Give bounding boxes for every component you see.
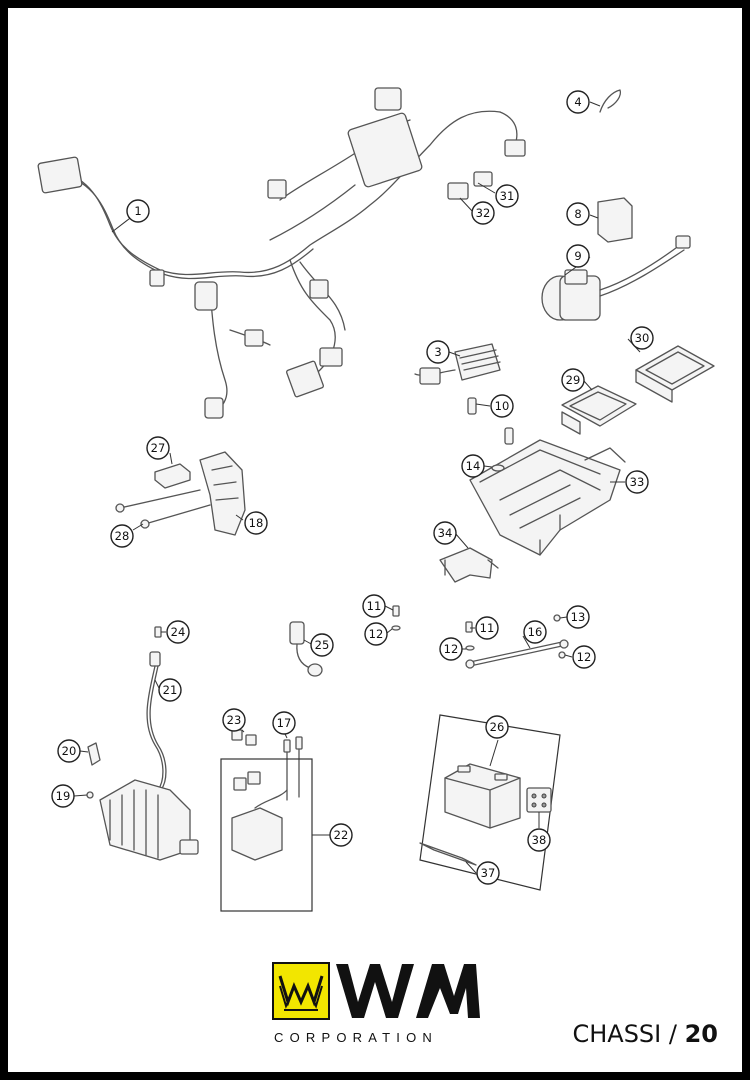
starter-relay-part xyxy=(231,729,303,861)
svg-text:12: 12 xyxy=(577,650,592,664)
callout-20: 20 xyxy=(57,739,81,763)
callout-23: 23 xyxy=(222,708,246,732)
brand-logo: CORPORATION xyxy=(272,962,482,1052)
svg-text:20: 20 xyxy=(62,744,77,758)
callout-29: 29 xyxy=(561,368,585,392)
callout-12c: 12 xyxy=(572,645,596,669)
regulator-part xyxy=(414,343,501,385)
svg-text:13: 13 xyxy=(571,610,586,624)
svg-text:30: 30 xyxy=(635,331,650,345)
wiring-harness-part xyxy=(37,87,526,419)
svg-text:16: 16 xyxy=(528,625,543,639)
callout-18: 18 xyxy=(244,511,268,535)
svg-text:14: 14 xyxy=(466,459,481,473)
svg-text:12: 12 xyxy=(444,642,459,656)
callout-31: 31 xyxy=(495,184,519,208)
callout-27: 27 xyxy=(146,436,170,460)
svg-text:28: 28 xyxy=(115,529,130,543)
svg-text:22: 22 xyxy=(334,828,349,842)
svg-text:19: 19 xyxy=(56,789,71,803)
battery-kit-frame xyxy=(419,714,561,891)
horn-part xyxy=(541,235,691,321)
svg-text:18: 18 xyxy=(249,516,264,530)
callout-37: 37 xyxy=(476,861,500,885)
callout-24: 24 xyxy=(166,620,190,644)
section-title: CHASSI / xyxy=(572,1020,685,1048)
callout-4: 4 xyxy=(566,90,590,114)
battery-part xyxy=(419,714,561,891)
svg-text:3: 3 xyxy=(434,345,441,359)
svg-text:4: 4 xyxy=(574,95,581,109)
callout-12a: 12 xyxy=(364,622,388,646)
svg-text:32: 32 xyxy=(476,206,491,220)
callout-33: 33 xyxy=(625,470,649,494)
callout-26: 26 xyxy=(485,715,509,739)
svg-text:9: 9 xyxy=(574,249,581,263)
svg-text:27: 27 xyxy=(151,441,166,455)
page-number: 20 xyxy=(684,1020,718,1048)
cover-part xyxy=(561,345,715,435)
callout-25: 25 xyxy=(310,633,334,657)
callout-1: 1 xyxy=(126,199,150,223)
brand-subtitle: CORPORATION xyxy=(274,1030,439,1045)
holder-bracket-part xyxy=(115,451,246,536)
callout-38: 38 xyxy=(527,828,551,852)
svg-text:29: 29 xyxy=(566,373,581,387)
svg-text:8: 8 xyxy=(574,207,581,221)
connector-part xyxy=(447,171,493,200)
callout-8: 8 xyxy=(566,202,590,226)
callout-28: 28 xyxy=(110,524,134,548)
svg-text:10: 10 xyxy=(495,399,510,413)
battery-tray-part xyxy=(469,439,626,556)
page-label: CHASSI / 20 xyxy=(572,1020,718,1048)
callout-11b: 11 xyxy=(475,616,499,640)
callout-13: 13 xyxy=(566,605,590,629)
cable-tie-part xyxy=(599,89,622,113)
callout-16: 16 xyxy=(523,620,547,644)
bracket-part xyxy=(439,547,499,583)
cable-boot-part xyxy=(289,621,323,677)
relay-part xyxy=(597,197,633,243)
svg-text:34: 34 xyxy=(438,526,453,540)
callout-12b: 12 xyxy=(439,637,463,661)
svg-text:25: 25 xyxy=(315,638,330,652)
svg-text:23: 23 xyxy=(227,713,242,727)
svg-text:1: 1 xyxy=(134,204,141,218)
svg-text:21: 21 xyxy=(163,683,178,697)
hardware-part xyxy=(391,605,569,669)
svg-text:33: 33 xyxy=(630,475,645,489)
svg-text:26: 26 xyxy=(490,720,505,734)
starter-motor-part xyxy=(86,626,199,861)
callout-22: 22 xyxy=(329,823,353,847)
washer-part xyxy=(491,464,505,472)
svg-text:31: 31 xyxy=(500,189,515,203)
svg-text:24: 24 xyxy=(171,625,186,639)
callout-30: 30 xyxy=(630,326,654,350)
svg-text:11: 11 xyxy=(367,599,382,613)
callout-9: 9 xyxy=(566,244,590,268)
callout-21: 21 xyxy=(158,678,182,702)
callout-34: 34 xyxy=(433,521,457,545)
callout-10: 10 xyxy=(490,394,514,418)
svg-text:12: 12 xyxy=(369,627,384,641)
svg-text:11: 11 xyxy=(480,621,495,635)
brand-mark-icon xyxy=(272,962,330,1020)
svg-text:37: 37 xyxy=(481,866,496,880)
brand-wordmark-icon xyxy=(336,964,480,1018)
callout-14: 14 xyxy=(461,454,485,478)
svg-text:17: 17 xyxy=(277,716,292,730)
svg-text:38: 38 xyxy=(532,833,547,847)
callout-3: 3 xyxy=(426,340,450,364)
callout-17: 17 xyxy=(272,711,296,735)
callout-11a: 11 xyxy=(362,594,386,618)
callout-32: 32 xyxy=(471,201,495,225)
bolt-part xyxy=(467,397,514,445)
callout-19: 19 xyxy=(51,784,75,808)
